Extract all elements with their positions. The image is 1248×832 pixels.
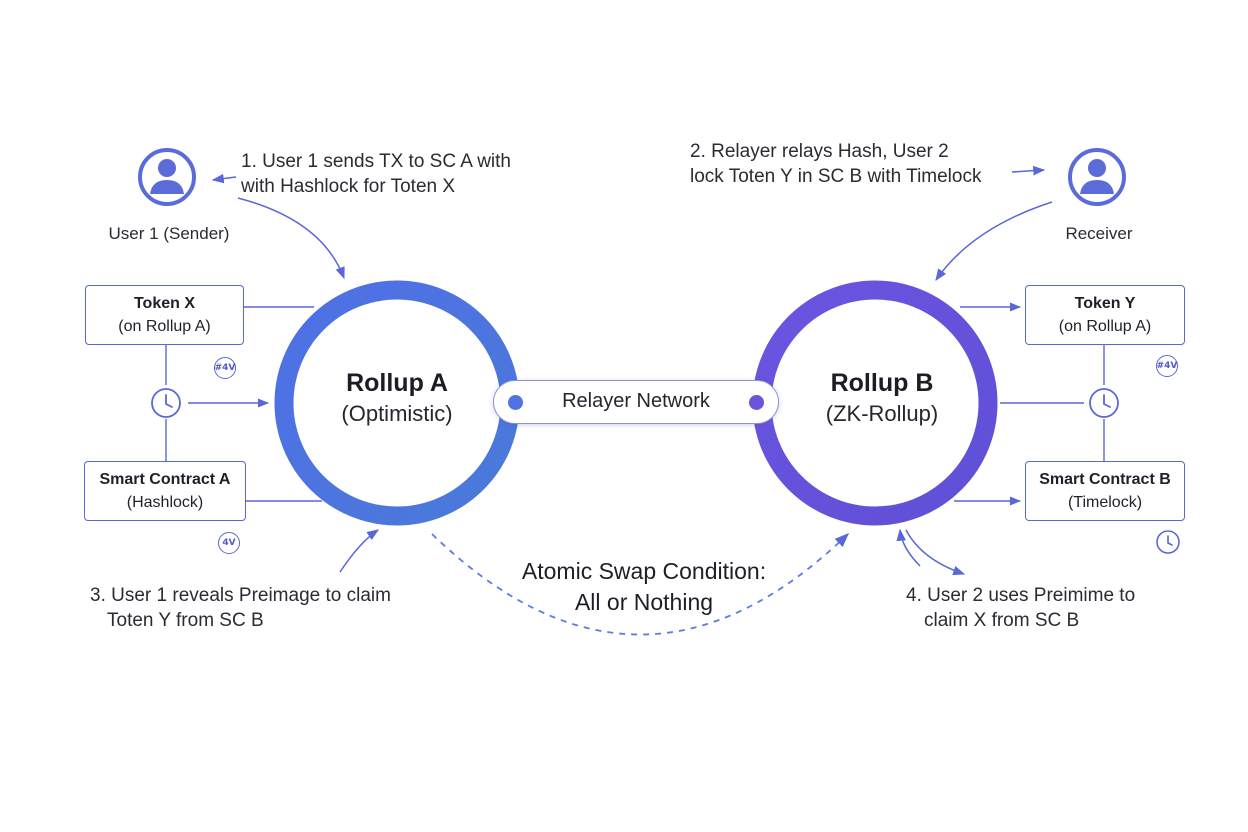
clock-icon (1156, 530, 1180, 554)
clock-icon (151, 388, 181, 418)
sender-label: User 1 (Sender) (108, 224, 230, 243)
smart-contract-b-box: Smart Contract B (Timelock) (1025, 461, 1185, 521)
user-avatar-icon (1068, 148, 1126, 206)
hashlock-badge-icon: 4V (218, 532, 240, 554)
token-x-box: Token X (on Rollup A) (85, 285, 244, 345)
atomic-swap-dashed-arc (431, 532, 850, 636)
arrow-step3-to-rollup-a (339, 529, 379, 573)
rollup-a-label: Rollup A (Optimistic) (341, 369, 453, 426)
step-2-text: 2. Relayer relays Hash, User 2 lock Tote… (690, 141, 982, 187)
user-avatar-icon (138, 148, 196, 206)
clock-icon (1089, 388, 1119, 418)
arrow-step4-to-rollup-b (896, 528, 921, 567)
step-3-text: 3. User 1 reveals Preimage to claim Tote… (90, 585, 391, 631)
smart-contract-a-box: Smart Contract A (Hashlock) (84, 461, 246, 521)
arrow-receiver-to-rollup-b (935, 201, 1053, 281)
arrow-step1-to-rollup-a (237, 197, 345, 280)
step-4-text: 4. User 2 uses Preimime to claim X from … (906, 585, 1136, 631)
relayer-network-pill: Relayer Network (493, 380, 779, 424)
receiver-label: Receiver (1065, 224, 1133, 243)
relayer-right-dot (749, 395, 764, 410)
rollup-b-label: Rollup B (ZK-Rollup) (825, 369, 939, 426)
arrow-to-sender (211, 173, 237, 184)
hashlock-badge-icon: #4V (1156, 355, 1178, 377)
atomic-swap-condition: Atomic Swap Condition: All or Nothing (521, 558, 767, 615)
token-y-box: Token Y (on Rollup A) (1025, 285, 1185, 345)
relayer-network-label: Relayer Network (562, 390, 710, 412)
arrow-rollup-b-to-step4 (905, 529, 966, 576)
relayer-left-dot (508, 395, 523, 410)
arrow-step2-to-receiver (1011, 165, 1046, 176)
hashlock-badge-icon: #4V (214, 357, 236, 379)
step-1-text: 1. User 1 sends TX to SC A with with Has… (241, 151, 511, 197)
